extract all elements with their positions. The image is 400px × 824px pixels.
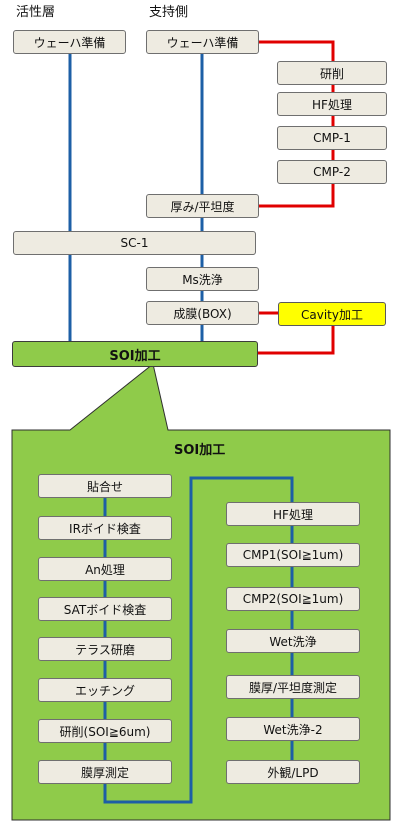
hf-treatment-box: HF処理	[277, 92, 387, 116]
step-bonding: 貼合せ	[38, 474, 172, 498]
step-wet-clean-2: Wet洗浄-2	[226, 717, 360, 741]
step-wet-clean: Wet洗浄	[226, 629, 360, 653]
grinding-branch-line	[258, 40, 335, 208]
wafer-prep-active-box: ウェーハ準備	[13, 30, 126, 54]
step-hf-treatment: HF処理	[226, 502, 360, 526]
step-grinding-soi: 研削(SOI≧6um)	[38, 719, 172, 743]
cavity-process-box: Cavity加工	[278, 302, 386, 326]
wafer-prep-support-box: ウェーハ準備	[146, 30, 259, 54]
sc1-box: SC-1	[13, 231, 256, 255]
cmp1-box: CMP-1	[277, 126, 387, 150]
step-etching: エッチング	[38, 678, 172, 702]
active-layer-header: 活性層	[16, 5, 56, 20]
step-sat-void-inspection: SATボイド検査	[38, 597, 172, 621]
step-ir-void-inspection: IRボイド検査	[38, 516, 172, 540]
panel-flow-line	[103, 476, 294, 804]
step-cmp1-soi: CMP1(SOI≧1um)	[226, 543, 360, 567]
cmp2-box: CMP-2	[277, 160, 387, 184]
panel-title: SOI加工	[174, 443, 226, 458]
step-thickness-flatness-measure: 膜厚/平坦度測定	[226, 675, 360, 699]
grinding-box: 研削	[277, 61, 387, 85]
thickness-flatness-box: 厚み/平坦度	[146, 194, 259, 218]
ms-clean-box: Ms洗浄	[146, 267, 259, 291]
soi-process-box: SOI加工	[12, 341, 258, 367]
step-an-treatment: An処理	[38, 557, 172, 581]
step-cmp2-soi: CMP2(SOI≧1um)	[226, 587, 360, 611]
step-terrace-polishing: テラス研磨	[38, 637, 172, 661]
step-film-thickness: 膜厚測定	[38, 760, 172, 784]
step-appearance-lpd: 外観/LPD	[226, 760, 360, 784]
support-side-header: 支持側	[149, 5, 189, 20]
box-film-box: 成膜(BOX)	[146, 301, 259, 325]
